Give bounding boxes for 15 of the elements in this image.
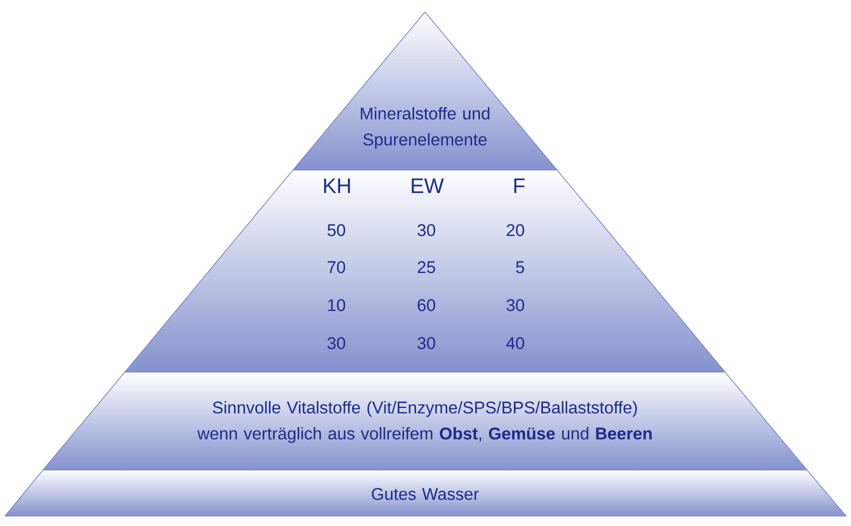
table-header: F [514, 178, 525, 193]
table-cell: 50 [328, 224, 346, 236]
table-header: KH [324, 178, 350, 193]
table-cell: 10 [328, 299, 346, 312]
table-cell: 30 [328, 337, 346, 350]
table-cell: 60 [418, 299, 436, 312]
table-cell: 30 [506, 299, 524, 312]
table-cell: 5 [516, 261, 524, 274]
table-cell: 30 [418, 224, 436, 236]
table-cell: 70 [328, 261, 346, 274]
table-cell: 25 [418, 261, 436, 274]
table-header: EW [412, 178, 444, 193]
table-cell: 30 [418, 337, 436, 350]
table-cell: 20 [506, 224, 524, 236]
table-cell: 40 [506, 337, 524, 350]
